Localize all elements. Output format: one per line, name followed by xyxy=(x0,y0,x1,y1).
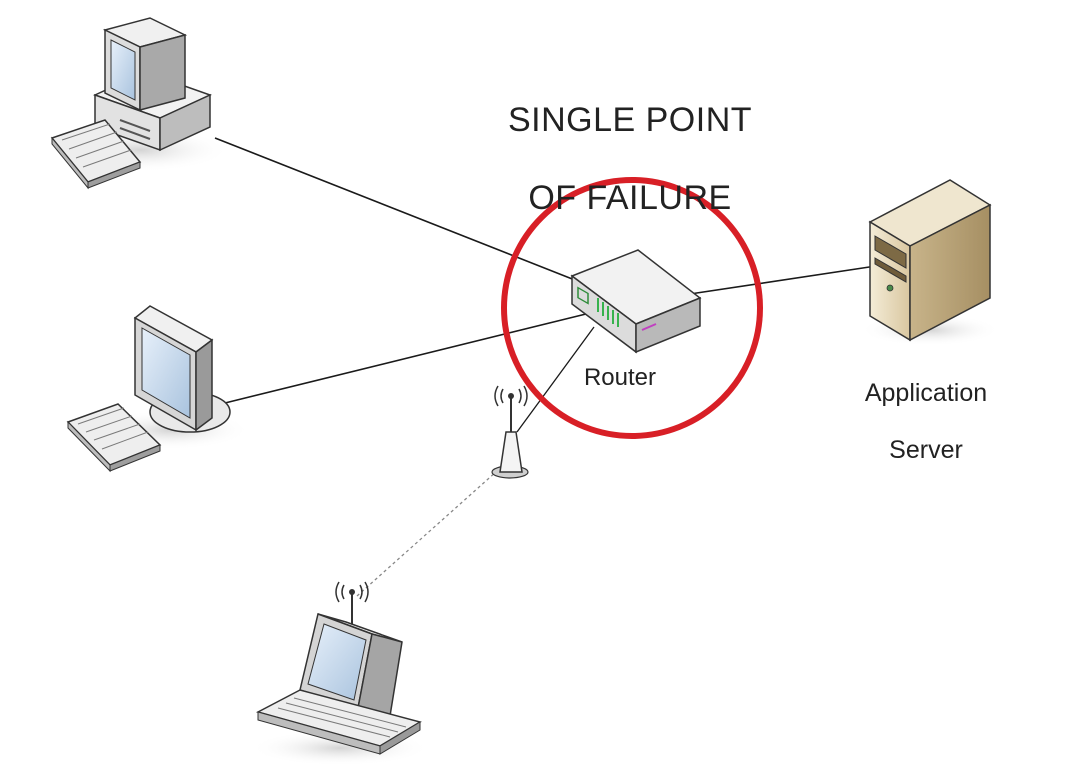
failure-highlight-circle xyxy=(501,177,763,439)
link-router-server xyxy=(689,265,877,295)
connection-lines xyxy=(214,137,877,597)
server-tower-icon xyxy=(860,179,1000,346)
laptop-icon xyxy=(250,581,430,766)
monitor-computer-icon xyxy=(66,305,250,473)
wireless-link-laptop-access-point xyxy=(356,462,507,597)
link-desktop-router xyxy=(214,137,591,287)
router-label: Router xyxy=(583,364,657,391)
server-label-line-1: Application xyxy=(864,378,988,407)
wireless-access-point-icon xyxy=(491,385,529,479)
diagram-title: SINGLE POINT OF FAILURE xyxy=(430,62,830,257)
title-line-1: SINGLE POINT xyxy=(507,101,753,140)
router-icon xyxy=(570,249,702,354)
link-access-point-router xyxy=(516,326,595,433)
link-monitor-router xyxy=(224,312,591,404)
server-label: Application Server xyxy=(826,350,1026,494)
server-label-line-2: Server xyxy=(889,436,963,465)
title-line-2: OF FAILURE xyxy=(528,179,732,218)
desktop-computer-icon xyxy=(50,17,230,190)
